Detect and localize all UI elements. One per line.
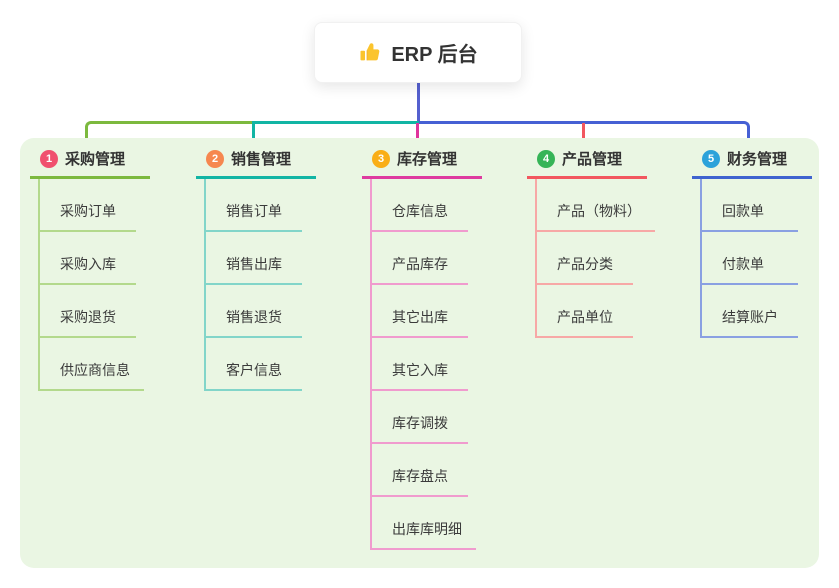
bus-left-elbow-line (85, 121, 256, 148)
branch-items: 产品（物料） 产品分类产品单位 (535, 179, 655, 338)
branch-number-badge: 5 (702, 149, 720, 168)
branch-item-label: 结算账户 (722, 309, 778, 325)
thumbs-up-icon (358, 41, 381, 64)
branch-number-badge: 4 (537, 149, 555, 168)
branch-item-label: 产品单位 (557, 309, 613, 325)
branch-item-label: 采购入库 (60, 256, 116, 272)
bus-right-elbow-line (419, 121, 750, 148)
branch-label: 采购管理 (65, 151, 126, 168)
drop-line-inventory (416, 123, 419, 148)
drop-line-product (582, 123, 585, 148)
branch-item[interactable]: 库存调拨 (372, 391, 468, 444)
branch-label: 财务管理 (727, 151, 788, 168)
branch-item-label: 销售出库 (226, 256, 282, 272)
branch-label: 产品管理 (562, 151, 623, 168)
branch-item-label: 库存盘点 (392, 468, 448, 484)
branch-item[interactable]: 产品（物料） (537, 179, 655, 232)
branch-header[interactable]: 1 采购管理 (30, 148, 150, 179)
branch-item[interactable]: 客户信息 (206, 338, 302, 391)
branch-header[interactable]: 2 销售管理 (196, 148, 316, 179)
branch-item[interactable]: 产品分类 (537, 232, 633, 285)
root-title: ERP 后台 (391, 44, 478, 66)
branch-number-badge: 1 (40, 149, 58, 168)
branch-item[interactable]: 出库库明细 (372, 497, 476, 550)
branch-item[interactable]: 产品库存 (372, 232, 468, 285)
branch-item-label: 销售订单 (226, 203, 282, 219)
branch-item-label: 供应商信息 (60, 362, 130, 378)
branch-item-label: 库存调拨 (392, 415, 448, 431)
branch-item-label: 采购订单 (60, 203, 116, 219)
branch-label: 库存管理 (397, 151, 458, 168)
branch-5: 5 财务管理 回款单付款单结算账户 (692, 148, 812, 338)
branch-header[interactable]: 3 库存管理 (362, 148, 482, 179)
branch-4: 4 产品管理 产品（物料） 产品分类产品单位 (527, 148, 655, 338)
root-node[interactable]: ERP 后台 (314, 22, 522, 83)
branches-panel: 1 采购管理 采购订单采购入库采购退货供应商信息 2 销售管理 销售订单销售出库… (20, 138, 819, 568)
branch-2: 2 销售管理 销售订单销售出库销售退货客户信息 (196, 148, 316, 391)
branch-items: 采购订单采购入库采购退货供应商信息 (38, 179, 150, 391)
trunk-line (417, 82, 420, 123)
branch-item-label: 产品分类 (557, 256, 613, 272)
branch-item-label: 产品库存 (392, 256, 448, 272)
branch-item[interactable]: 产品单位 (537, 285, 633, 338)
bus-middle-line (252, 121, 419, 148)
branch-items: 仓库信息产品库存其它出库其它入库库存调拨库存盘点出库库明细 (370, 179, 482, 550)
branch-item-label: 产品（物料） (557, 203, 641, 219)
branch-items: 回款单付款单结算账户 (700, 179, 812, 338)
branch-item-label: 其它出库 (392, 309, 448, 325)
branch-label: 销售管理 (231, 151, 292, 168)
branch-header[interactable]: 4 产品管理 (527, 148, 647, 179)
branch-item-label: 出库库明细 (392, 521, 462, 537)
branch-item[interactable]: 销售退货 (206, 285, 302, 338)
branch-item-label: 客户信息 (226, 362, 282, 378)
branch-item[interactable]: 回款单 (702, 179, 798, 232)
branch-item[interactable]: 其它出库 (372, 285, 468, 338)
branch-number-badge: 2 (206, 149, 224, 168)
branch-item[interactable]: 库存盘点 (372, 444, 468, 497)
branch-item[interactable]: 供应商信息 (40, 338, 144, 391)
branch-item[interactable]: 付款单 (702, 232, 798, 285)
branch-item-label: 销售退货 (226, 309, 282, 325)
branch-item[interactable]: 采购退货 (40, 285, 136, 338)
branch-item-label: 回款单 (722, 203, 764, 219)
branch-item-label: 其它入库 (392, 362, 448, 378)
branch-item-label: 仓库信息 (392, 203, 448, 219)
branch-item[interactable]: 销售出库 (206, 232, 302, 285)
branch-item-label: 采购退货 (60, 309, 116, 325)
branch-3: 3 库存管理 仓库信息产品库存其它出库其它入库库存调拨库存盘点出库库明细 (362, 148, 482, 550)
branch-item[interactable]: 销售订单 (206, 179, 302, 232)
branch-header[interactable]: 5 财务管理 (692, 148, 812, 179)
branch-item-label: 付款单 (722, 256, 764, 272)
branch-item[interactable]: 其它入库 (372, 338, 468, 391)
branch-item[interactable]: 仓库信息 (372, 179, 468, 232)
branch-items: 销售订单销售出库销售退货客户信息 (204, 179, 316, 391)
branch-1: 1 采购管理 采购订单采购入库采购退货供应商信息 (30, 148, 150, 391)
branch-number-badge: 3 (372, 149, 390, 168)
branch-item[interactable]: 结算账户 (702, 285, 798, 338)
branch-item[interactable]: 采购订单 (40, 179, 136, 232)
branch-item[interactable]: 采购入库 (40, 232, 136, 285)
